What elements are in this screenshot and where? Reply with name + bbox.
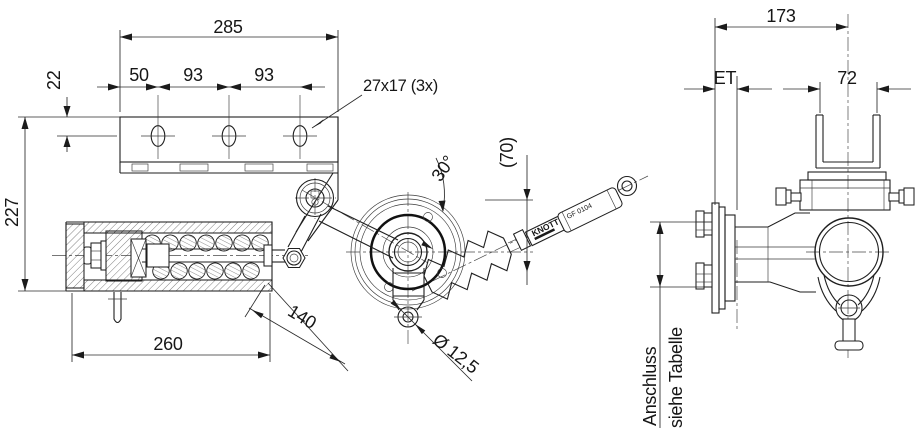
dim-eye-label: Ø 12,5 [429,330,483,378]
clamp-shackle [817,274,881,351]
lever-pivot-boss [295,178,335,218]
dim-173-label: 173 [766,6,795,26]
slot-note-label: 27x17 (3x) [363,77,438,95]
bellows-boot [423,230,512,300]
dim-slot-note: 27x17 (3x) [311,77,438,129]
slotted-holes [141,95,317,159]
coupling-body [775,171,915,287]
dim-anschluss: Anschluss siehe Tabelle [640,221,712,428]
dim-260-label: 260 [153,334,182,354]
dim-22: 22 [18,70,120,152]
lever-arm [318,205,428,272]
dim-et: ET [684,68,772,210]
dim-72-label: 72 [837,68,857,88]
drawbar-channel [815,114,881,169]
dim-50-label: 50 [129,65,149,85]
spring-cylinder [65,221,273,324]
dim-22-label: 22 [44,70,64,90]
mounting-bracket [119,95,339,174]
note-anschluss-line1: Anschluss [640,346,660,426]
dim-30-label: 30° [427,152,459,185]
dim-93a-label: 93 [183,65,203,85]
dim-50-93-93: 50 93 93 [97,65,325,91]
dim-72: 72 [783,68,911,113]
dim-227: 227 [2,117,68,292]
dim-93b-label: 93 [254,65,274,85]
note-anschluss-line2: siehe Tabelle [666,327,686,428]
dim-et-label: ET [714,68,737,88]
side-view: 173 ET 72 Anschluss siehe Tabel [640,6,915,428]
clevis-eye [392,268,425,328]
dim-227-label: 227 [2,198,22,227]
dim-140-label: 140 [284,301,320,333]
dim-70-label: (70) [497,137,517,168]
shock-absorber: KNOTT GF 0104 [507,175,638,253]
brake-drum [350,194,466,310]
bell-crank-plate [287,117,339,253]
dim-140: 140 [244,282,349,372]
rod-eye-hex-boss [272,247,306,269]
main-view: KNOTT GF 0104 285 50 93 93 [2,17,649,382]
dim-260: 260 [71,293,271,362]
mounting-flange [695,202,816,314]
dim-285-label: 285 [213,17,242,37]
dim-285: 285 [119,17,339,112]
dim-eye-diameter: Ø 12,5 [390,299,483,382]
dim-70: (70) [485,137,533,285]
dim-173: 173 [714,6,848,205]
